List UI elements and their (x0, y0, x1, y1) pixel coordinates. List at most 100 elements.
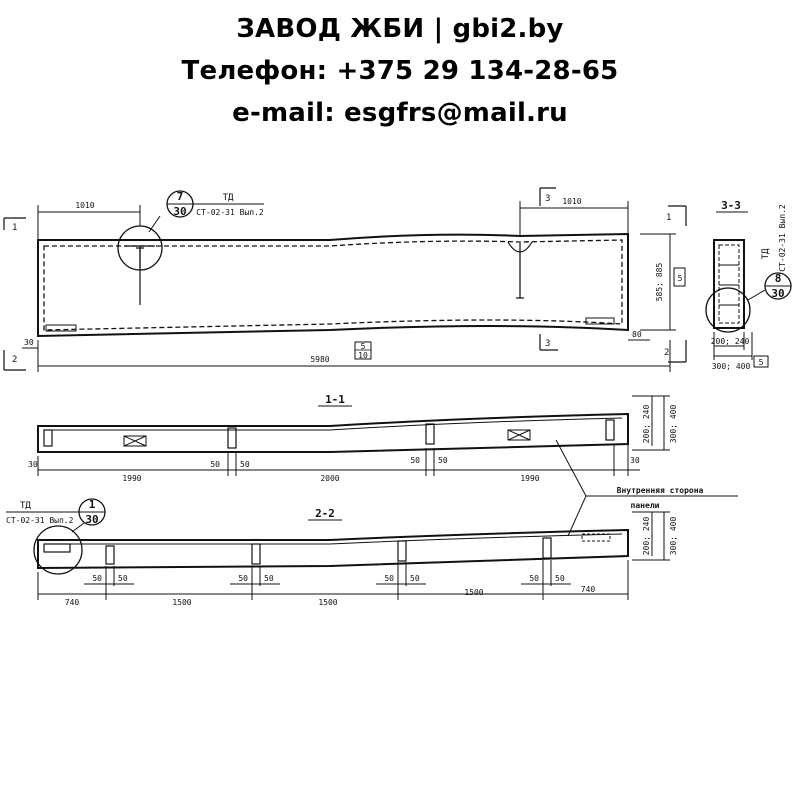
s22-d50-8: 50 (555, 574, 565, 583)
embedded-part-1 (123, 435, 147, 447)
email-line: e-mail: esgfrs@mail.ru (232, 98, 568, 128)
rib-22-1 (105, 545, 115, 565)
section-2-right-label: 2 (664, 348, 669, 358)
s22-d50-5: 50 (384, 574, 394, 583)
section-22-outline (37, 528, 629, 570)
section-33-mark: 5 (759, 358, 764, 367)
section-22-inner-line (44, 533, 623, 545)
section-1-right-label: 1 (666, 213, 671, 223)
section-1-left-label: 1 (12, 223, 17, 233)
dim-height-text: 585; 885 (655, 263, 664, 302)
reinforcement-outline (43, 239, 623, 331)
s11-d30b: 30 (630, 456, 640, 465)
section-marker-3-top (539, 187, 556, 206)
section-3-top-label: 3 (545, 194, 550, 204)
dim-30-text: 30 (24, 338, 34, 347)
mark-box-33 (753, 355, 769, 368)
dim-line-total (37, 340, 671, 372)
embedded-part-2 (507, 429, 531, 441)
s11-d2000: 2000 (320, 474, 339, 483)
s22-d50-3: 50 (238, 574, 248, 583)
plan-view: 7 30 ТД СТ-02-31 Вып.2 1010 1010 5980 30… (3, 187, 687, 372)
callout-leader (148, 215, 161, 233)
section-marker-3-bottom (539, 334, 558, 351)
section-2-2: 2-2 1 30 ТД СТ-02-31 Вып.2 50 50 50 50 5… (6, 498, 678, 607)
mark-bottom-bottom: 10 (358, 351, 368, 360)
callout-label: ТД (223, 193, 234, 203)
embedded-plate-left (45, 324, 77, 332)
mark-box-bottom (354, 341, 372, 360)
detail-circle-33 (705, 287, 751, 333)
section-3-bottom-label: 3 (545, 339, 550, 349)
dim-right-text: 1010 (562, 197, 581, 206)
note-line-1: Внутренняя сторона (617, 486, 704, 495)
section-11-dim-lines (37, 444, 640, 476)
section-33-dim-a: 200; 240 (711, 337, 750, 346)
section-marker-1-left (3, 217, 26, 230)
section-3-3: 3-3 8 30 ТД СТ-02-31 Вып.2 200; 240 300;… (705, 199, 792, 371)
note-leader-lines (555, 439, 738, 537)
detail-mark (125, 245, 155, 268)
rib-2 (227, 427, 237, 449)
section-33-ties (719, 264, 739, 306)
section-marker-1-right (668, 205, 687, 226)
dim-left-text: 1010 (75, 201, 94, 210)
callout-leader-22 (71, 522, 85, 533)
section-11-inner-line (44, 417, 623, 431)
note-line-2: панели (631, 501, 660, 510)
s11-height-a: 200; 240 (642, 405, 651, 444)
rib-4 (605, 419, 615, 441)
embedded-part-1-cross (123, 435, 147, 447)
section-3-3-title: 3-3 (721, 199, 741, 212)
s11-d50a: 50 (210, 460, 220, 469)
callout-22-ref: СТ-02-31 Вып.2 (6, 516, 74, 525)
s22-d50-6: 50 (410, 574, 420, 583)
dim-line-edge (22, 339, 650, 349)
dim-line-right (519, 201, 629, 236)
mark-side-text: 5 (678, 274, 683, 283)
embedded-plate-right (585, 317, 615, 325)
callout-bottom-number: 30 (173, 205, 186, 218)
callout-22-top: 1 (89, 498, 96, 511)
s22-d1500a: 1500 (172, 598, 191, 607)
s22-d1500b: 1500 (318, 598, 337, 607)
section-33-rebar-cage (718, 244, 740, 324)
s22-height-b: 300; 400 (669, 517, 678, 556)
section-marker-2-left (3, 350, 26, 371)
dim-total-text: 5980 (310, 355, 329, 364)
s22-d50-1: 50 (92, 574, 102, 583)
section-33-outline (713, 239, 745, 329)
s11-d50c: 50 (410, 456, 420, 465)
rib-1 (43, 429, 53, 447)
dim-line-height (640, 233, 676, 331)
s11-d50b: 50 (240, 460, 250, 469)
section-marker-2-right (668, 340, 687, 363)
callout-top-number: 7 (177, 190, 184, 203)
inner-side-note: Внутренняя сторона панели (555, 439, 738, 537)
mark-box-side (673, 267, 686, 287)
s11-d50d: 50 (438, 456, 448, 465)
rib-22-2 (251, 543, 261, 565)
header: ЗАВОД ЖБИ | gbi2.by Телефон: +375 29 134… (0, 8, 800, 134)
section-11-height-dims (632, 395, 670, 451)
embedded-plate-22-right (581, 533, 611, 542)
callout-33-top: 8 (775, 272, 782, 285)
section-22-dim-lines (37, 560, 629, 600)
s22-d50-7: 50 (529, 574, 539, 583)
section-22-height-dims (632, 511, 670, 561)
s11-d30a: 30 (28, 460, 38, 469)
callout-ref: СТ-02-31 Вып.2 (196, 208, 264, 217)
callout-33-label: ТД (761, 248, 771, 259)
callout-33-ref: СТ-02-31 Вып.2 (778, 204, 787, 272)
rib-3 (425, 423, 435, 445)
loop-hook-right (507, 241, 533, 253)
callout-22-label: ТД (20, 501, 31, 511)
embedded-part-2-cross (507, 429, 531, 441)
callout-33-bottom: 30 (771, 287, 784, 300)
panel-outline (37, 232, 629, 338)
section-2-left-label: 2 (12, 355, 17, 365)
section-33-dim-b: 300; 400 (712, 362, 751, 371)
section-1-1: 1-1 30 1990 50 50 2000 50 50 1990 30 200… (28, 393, 678, 483)
s11-d1990b: 1990 (520, 474, 539, 483)
